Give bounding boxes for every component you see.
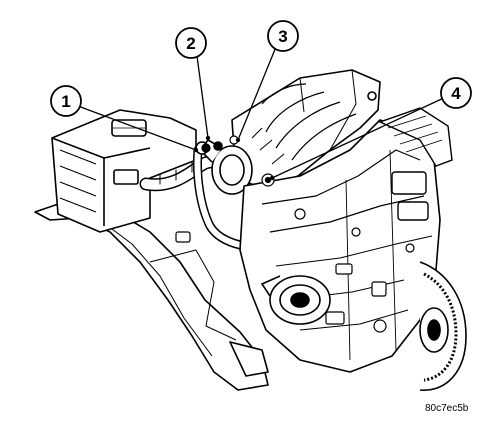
callout-3: 3 <box>267 20 299 52</box>
callout-2-number: 2 <box>186 34 195 53</box>
figure-id-label: 80c7ec5b <box>425 403 469 414</box>
callout-3-number: 3 <box>278 27 287 46</box>
leader-line-4 <box>271 95 449 179</box>
air-cleaner-housing <box>51 109 197 233</box>
callout-1: 1 <box>50 85 82 117</box>
callout-4-number: 4 <box>451 84 461 103</box>
leader-line-1 <box>77 105 197 151</box>
leader-lines <box>77 41 449 181</box>
throttle-body <box>195 138 253 195</box>
leader-line-2 <box>196 55 209 139</box>
pulley <box>260 275 331 325</box>
callout-2: 2 <box>175 27 207 59</box>
hardware-fittings <box>175 135 415 333</box>
fender-panel <box>34 199 269 391</box>
leader-line-3 <box>237 41 279 141</box>
valve-cover <box>378 107 453 221</box>
flywheel <box>419 261 467 391</box>
intake-plenum <box>231 69 381 189</box>
callout-4: 4 <box>440 77 472 109</box>
callout-1-number: 1 <box>61 92 70 111</box>
